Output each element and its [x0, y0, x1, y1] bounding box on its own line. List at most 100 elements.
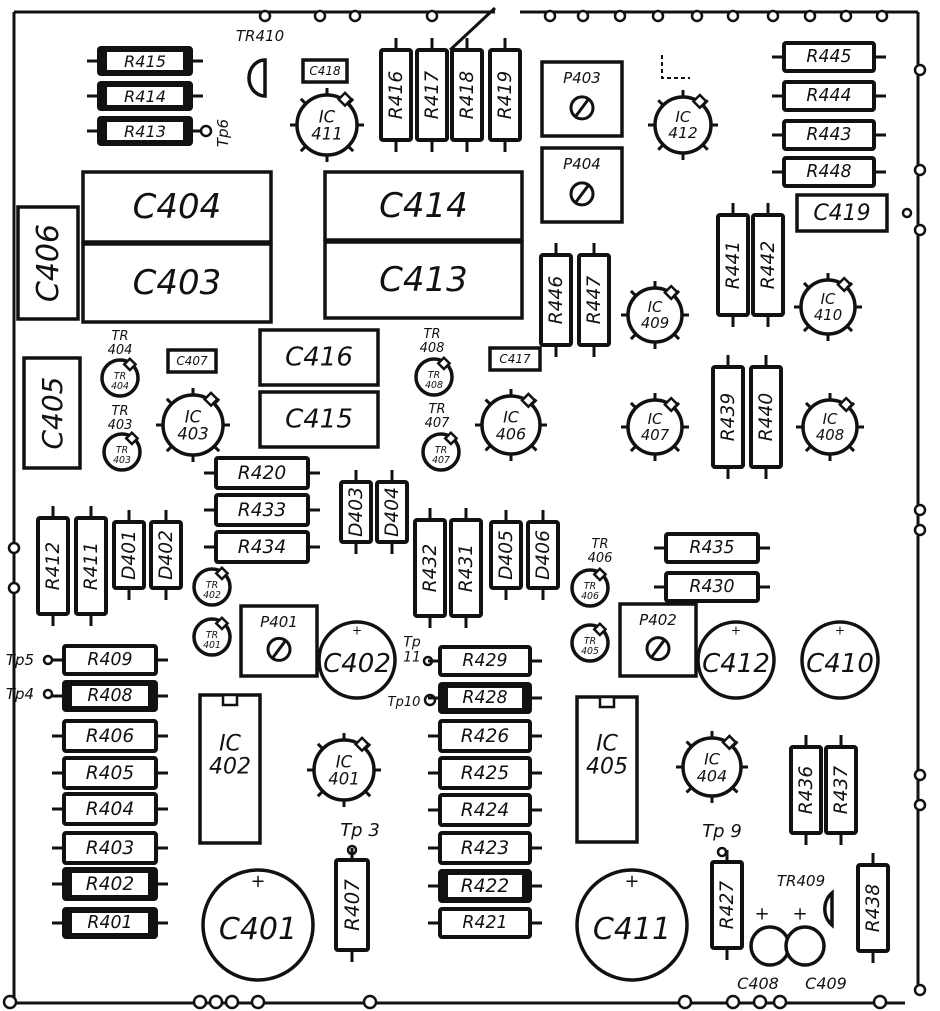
label-r429: R429	[462, 651, 507, 671]
label-r404: R404	[86, 799, 134, 820]
polarity-plus: +	[835, 623, 845, 637]
label-r417: R417	[422, 71, 443, 120]
polarity-plus: +	[625, 872, 640, 892]
label-c410: C410	[806, 649, 874, 679]
capacitor-c409	[784, 925, 826, 967]
potentiometer-p402	[618, 602, 698, 678]
label-r446: R446	[546, 276, 567, 324]
solder-pad	[716, 846, 728, 858]
solder-pad	[348, 9, 362, 23]
label-r432: R432	[420, 544, 441, 592]
capacitor-c402	[317, 620, 397, 700]
label-p403: P403	[563, 69, 601, 87]
label-c414: C414	[379, 186, 468, 226]
label-tp9: Tp 9	[702, 821, 742, 842]
label-r425: R425	[461, 763, 509, 784]
label-r402: R402	[86, 874, 134, 895]
label-r406: R406	[86, 726, 134, 747]
capacitor-c410	[800, 620, 880, 700]
label-r427: R427	[717, 881, 738, 930]
solder-pad	[425, 9, 439, 23]
solder-pad	[875, 9, 889, 23]
solder-pad	[752, 994, 768, 1010]
label-r445: R445	[806, 47, 851, 67]
label-r437: R437	[831, 766, 852, 815]
label-d406: D406	[533, 530, 554, 580]
label-r426: R426	[461, 726, 509, 747]
label-c413: C413	[379, 260, 468, 300]
label-r424: R424	[461, 800, 509, 821]
solder-pad	[224, 994, 240, 1010]
label-r431: R431	[456, 544, 477, 592]
polarity-plus: +	[251, 872, 266, 892]
solder-pad	[913, 523, 927, 537]
label-tp4: Tp4	[6, 685, 34, 703]
solder-pad	[839, 9, 853, 23]
label-c404: C404	[133, 187, 222, 227]
label-r423: R423	[461, 838, 509, 859]
solder-pad	[7, 541, 21, 555]
label-tp10: Tp10	[388, 695, 421, 710]
label-r416: R416	[386, 71, 407, 119]
solder-pad	[576, 9, 590, 23]
label-r440: R440	[756, 393, 777, 441]
solder-pad	[913, 223, 927, 237]
label-tr410: TR410	[236, 27, 284, 45]
capacitor-c415	[258, 390, 380, 449]
solder-pad	[913, 768, 927, 782]
capacitor-c401	[201, 868, 315, 982]
resistor-r408	[62, 680, 158, 712]
solder-pad	[250, 994, 266, 1010]
label-tp6: Tp6	[214, 119, 232, 147]
solder-pad	[199, 124, 213, 138]
label-r412: R412	[43, 542, 64, 590]
label-tp3: Tp 3	[340, 820, 380, 841]
capacitor-c418	[301, 58, 349, 84]
label-d404: D404	[382, 487, 403, 537]
label-r413: R413	[124, 122, 166, 141]
solder-pad	[913, 798, 927, 812]
solder-pad	[901, 207, 913, 219]
label-c411: C411	[593, 912, 671, 947]
label-p404: P404	[563, 155, 601, 173]
capacitor-c405	[22, 356, 82, 470]
solder-pad	[362, 994, 378, 1010]
label-r403: R403	[86, 838, 134, 859]
solder-pad	[2, 994, 18, 1010]
label-r439: R439	[718, 393, 739, 441]
label-tp5: Tp5	[6, 651, 34, 669]
label-c409: C409	[805, 974, 847, 993]
label-c403: C403	[133, 263, 222, 303]
label-r409: R409	[87, 650, 132, 670]
label-r421: R421	[462, 913, 507, 933]
label-r411: R411	[81, 542, 102, 590]
capacitor-c404	[81, 170, 273, 244]
label-c402: C402	[323, 649, 391, 679]
capacitor-c412	[696, 620, 776, 700]
solder-pad	[913, 63, 927, 77]
solder-pad	[872, 994, 888, 1010]
label-c416: C416	[285, 343, 353, 373]
polarity-plus: +	[352, 623, 362, 637]
label-r441: R441	[723, 241, 744, 289]
solder-pad	[208, 994, 224, 1010]
label-r407: R407	[341, 879, 364, 931]
solder-pad	[725, 994, 741, 1010]
label-r428: R428	[462, 688, 507, 708]
solder-pad	[7, 581, 21, 595]
